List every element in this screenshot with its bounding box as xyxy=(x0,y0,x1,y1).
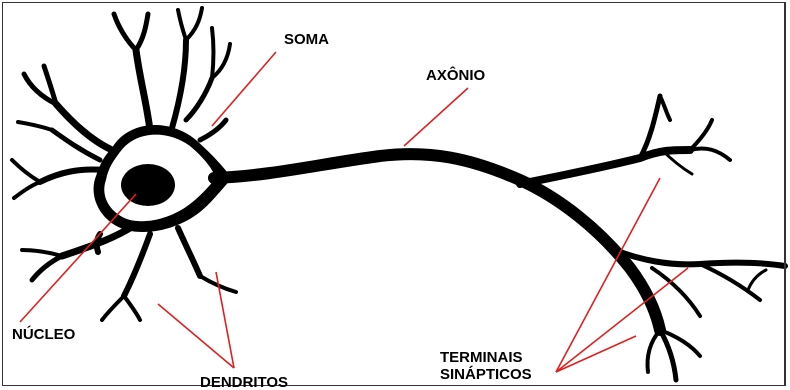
label-soma: SOMA xyxy=(284,31,329,48)
pointer-lines xyxy=(20,52,688,372)
dendrite xyxy=(136,50,150,130)
soma-pointer xyxy=(212,52,276,126)
label-terminais: TERMINAIS xyxy=(440,349,532,366)
terminais-pointer-2 xyxy=(556,268,688,372)
nucleus xyxy=(121,164,175,206)
label-terminais-sinapticos: TERMINAIS SINÁPTICOS xyxy=(440,349,532,383)
label-dendritos: DENDRITOS xyxy=(200,374,288,390)
label-sinapticos: SINÁPTICOS xyxy=(440,366,532,383)
axonio-pointer xyxy=(404,88,468,146)
neuron xyxy=(12,8,785,380)
label-nucleo: NÚCLEO xyxy=(12,326,75,343)
label-axonio: AXÔNIO xyxy=(426,67,485,84)
dendritos-pointer-1 xyxy=(158,304,234,368)
